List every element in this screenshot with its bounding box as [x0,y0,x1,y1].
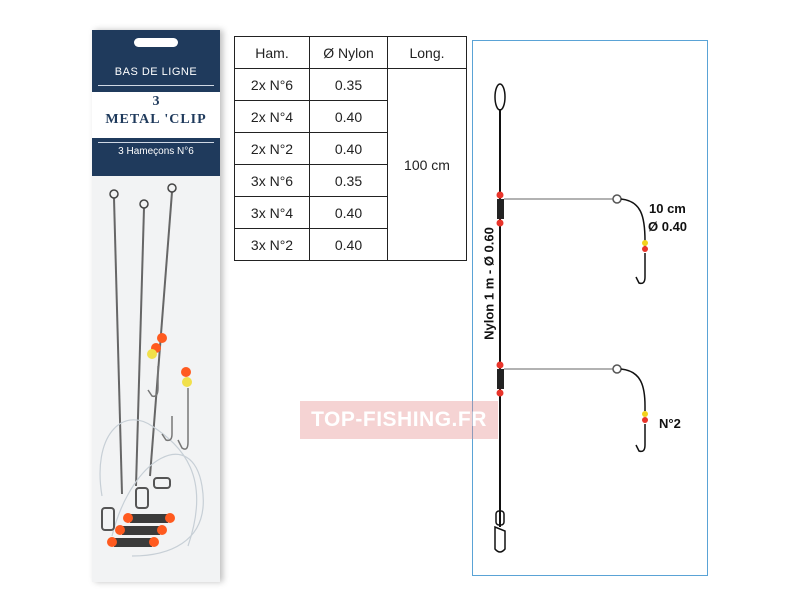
stop-bead [496,361,504,369]
hook-size-label: N°2 [659,416,681,431]
header-nylon: Ø Nylon [309,36,388,69]
branch-length-label: 10 cm [649,201,686,216]
bead-orange [157,333,167,343]
table-row: 3x N°2 0.40 [234,228,467,261]
top-loop [494,83,506,111]
cell-length: 100 cm [387,68,467,261]
cell-hook: 3x N°6 [234,164,310,197]
boom-clip [612,364,622,374]
stop-bead [496,191,504,199]
cell-hook: 2x N°4 [234,100,310,133]
model-box: 3 METAL 'CLIP [92,92,220,138]
hook [177,388,189,450]
package-contents-illustration [99,183,204,557]
swivel [495,510,505,526]
snood [620,198,646,251]
bead-orange [115,525,125,535]
swivel-clip [153,477,171,489]
cell-nylon: 0.40 [309,100,388,133]
table-row: 3x N°6 0.35 [234,164,467,197]
stop-bead [642,246,648,252]
cell-hook: 3x N°4 [234,196,310,229]
hook [147,366,159,398]
table-row: 3x N°4 0.40 [234,196,467,229]
bead-orange [181,367,191,377]
wire-loop [109,189,119,199]
header-length: Long. [387,36,467,69]
cell-nylon: 0.40 [309,228,388,261]
cell-nylon: 0.40 [309,196,388,229]
cell-hook: 3x N°2 [234,228,310,261]
cell-nylon: 0.35 [309,164,388,197]
boom-sleeve [497,199,504,219]
package-header-card: BAS DE LIGNE 3 METAL 'CLIP 3 Hameçons N°… [92,30,220,176]
swivel-clip [101,507,115,531]
bead-yellow [147,349,157,359]
hang-hole [134,38,178,47]
stop-bead [496,389,504,397]
bead-orange [107,537,117,547]
swivel-clip [135,487,149,509]
spring-sleeve [130,514,168,523]
bead-yellow [642,411,648,417]
spec-table: Ham. Ø Nylon Long. 2x N°6 0.35 100 cm 2x… [234,36,467,261]
hook [635,253,646,285]
table-header-row: Ham. Ø Nylon Long. [234,36,467,69]
spring-sleeve [122,526,160,535]
bead-orange [157,525,167,535]
metal-wire [113,197,123,495]
cell-nylon: 0.35 [309,68,388,101]
bead-orange [149,537,159,547]
model-name: METAL 'CLIP [105,112,207,127]
spring-sleeve [114,538,152,547]
snood [620,368,646,411]
cell-nylon: 0.40 [309,132,388,165]
boom-sleeve [497,369,504,389]
wire-loop [139,199,149,209]
hook [635,424,646,453]
metal-wire [135,207,145,487]
cell-hook: 2x N°6 [234,68,310,101]
stop-bead [496,219,504,227]
rig-diagram: Nylon 1 m - Ø 0.60 10 cm Ø 0.40 N°2 [472,40,708,576]
wire-loop [167,183,177,193]
watermark-banner: TOP-FISHING.FR [300,401,498,439]
bead-orange [123,513,133,523]
product-package: BAS DE LIGNE 3 METAL 'CLIP 3 Hameçons N°… [92,30,220,582]
bead-yellow [182,377,192,387]
stop-bead [642,417,648,423]
header-rule [98,142,214,143]
bead-orange [165,513,175,523]
header-rule [98,85,214,86]
header-hook: Ham. [234,36,310,69]
table-row: 2x N°2 0.40 [234,132,467,165]
nylon-coil [99,419,198,547]
cell-hook: 2x N°2 [234,132,310,165]
snap-clip [494,525,506,553]
boom-clip [612,194,622,204]
hooks-caption: 3 Hameçons N°6 [118,146,194,157]
branch-diameter-label: Ø 0.40 [648,219,688,234]
table-row: 2x N°6 0.35 100 cm [234,68,467,261]
nylon-coil [111,453,204,557]
hook [161,416,173,442]
rig-drawing [494,83,648,553]
bead-yellow [642,240,648,246]
model-number: 3 [152,94,160,109]
package-title: BAS DE LIGNE [114,66,198,78]
main-line-label: Nylon 1 m - Ø 0.60 [481,227,497,340]
